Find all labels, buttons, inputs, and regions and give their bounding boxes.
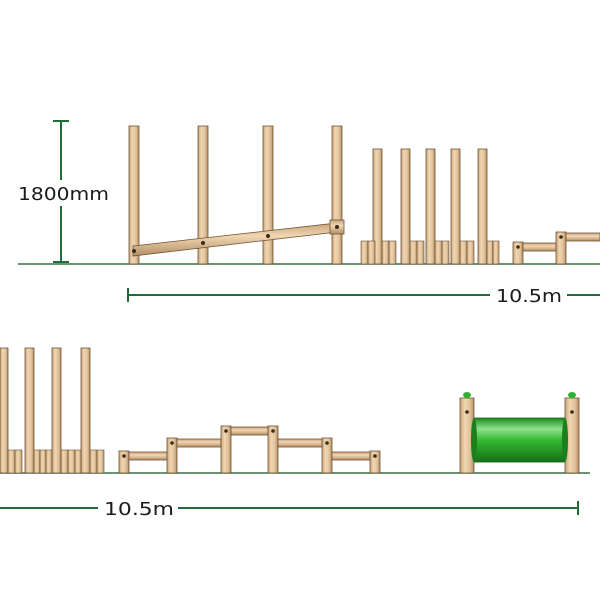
length-label-bottom: 10.5m [104, 499, 174, 520]
post [331, 125, 343, 265]
top-row-elevation: 1800mm [18, 120, 600, 307]
length-dimension-bottom [0, 501, 579, 515]
crawl-tube-icon [459, 392, 580, 474]
stepping-posts-bottom [0, 347, 105, 474]
sloped-balance-beam-icon [132, 222, 338, 257]
length-dimension-top [127, 288, 600, 302]
stepping-posts-top [360, 148, 500, 265]
height-label: 1800mm [18, 184, 109, 205]
bottom-row-elevation: 10.5m [0, 347, 590, 520]
post [128, 125, 140, 265]
low-beams-top [512, 231, 600, 265]
stepped-beams-bottom [118, 425, 381, 474]
height-dimension [53, 120, 69, 263]
post [197, 125, 209, 265]
length-label-top: 10.5m [496, 286, 562, 307]
post [262, 125, 274, 265]
sloped-beam-structure [128, 125, 345, 265]
